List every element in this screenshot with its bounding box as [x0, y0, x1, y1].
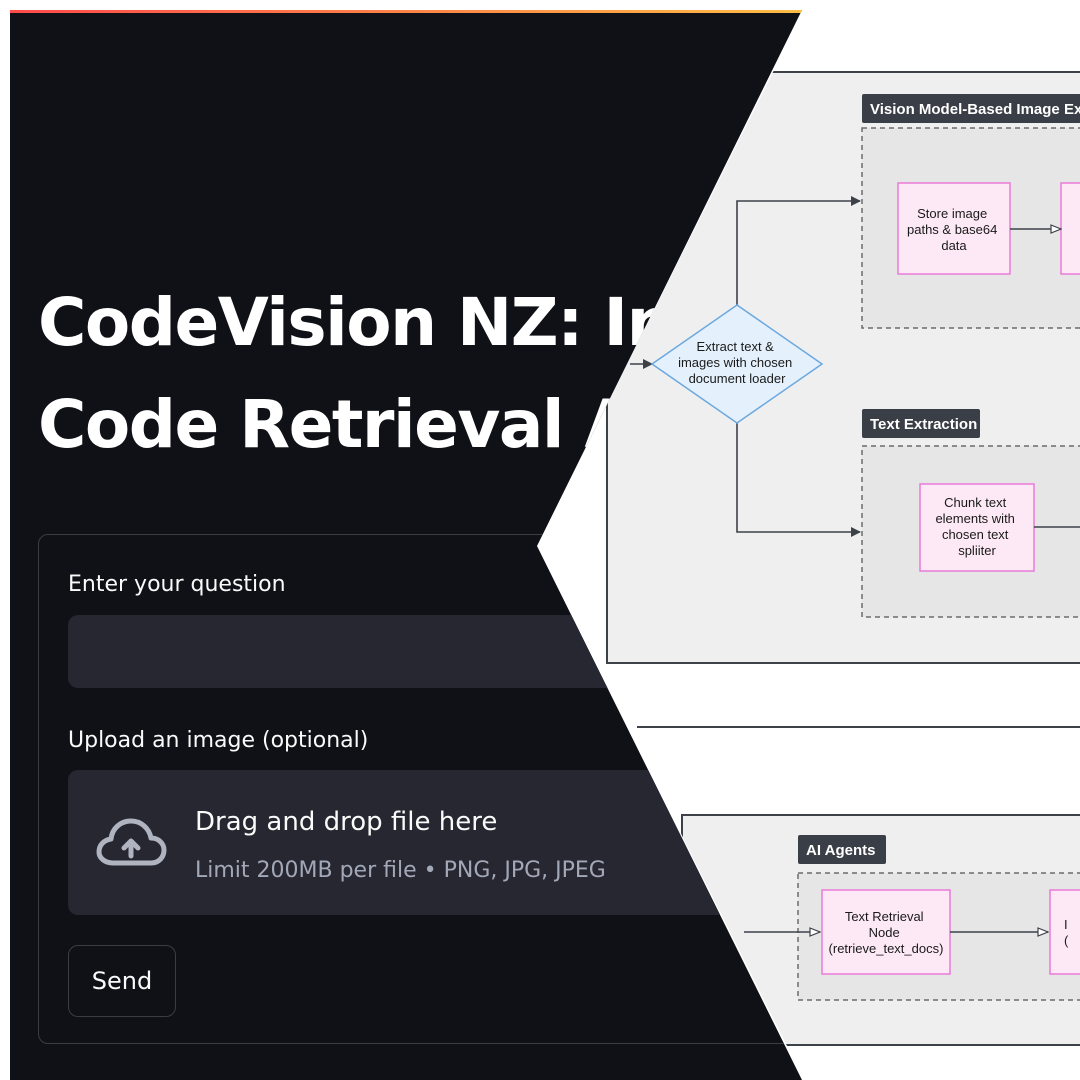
dropzone-title: Drag and drop file here: [195, 807, 498, 837]
page-title-line-1: CodeVision NZ: Int: [38, 284, 704, 361]
page-title-line-2: Code Retrieval A: [38, 386, 636, 463]
agents-group-tag: [798, 835, 886, 864]
text-retrieval-node: [821, 889, 951, 975]
retrieval-line-3: (retrieve_text_docs): [829, 941, 944, 956]
text-retrieval-text: Text Retrieval Node (retrieve_text_docs): [829, 909, 944, 956]
store-image-line-3: data: [941, 238, 967, 253]
chunk-text-node: [919, 483, 1035, 572]
question-label: Enter your question: [68, 572, 286, 597]
extract-decision-text: Extract text & images with chosen docume…: [678, 339, 796, 386]
chunk-line-1: Chunk text: [944, 495, 1007, 510]
next-agent-partial-1: I: [1064, 917, 1068, 932]
store-image-line-1: Store image: [917, 206, 987, 221]
dropzone-limit-text: Limit 200MB per file • PNG, JPG, JPEG: [195, 858, 606, 883]
upload-label: Upload an image (optional): [68, 728, 369, 753]
retrieval-line-2: Node: [869, 925, 900, 940]
text-group-tag: [862, 409, 980, 438]
agents-group-title: AI Agents: [806, 842, 875, 859]
vision-next-node: [1060, 182, 1080, 275]
extract-decision-node: [650, 304, 824, 424]
chunk-text-text: Chunk text elements with chosen text spl…: [935, 495, 1018, 558]
top-accent-bar: [10, 10, 802, 13]
store-image-line-2: paths & base64: [907, 222, 997, 237]
retrieval-line-1: Text Retrieval: [845, 909, 924, 924]
text-group-title: Text Extraction: [870, 416, 977, 433]
next-agent-node: [1049, 889, 1080, 975]
chunk-line-2: elements with: [935, 511, 1014, 526]
vision-group-tag: [862, 94, 1080, 123]
chunk-line-3: chosen text: [942, 527, 1009, 542]
chunk-line-4: spliiter: [958, 543, 996, 558]
store-image-text: Store image paths & base64 data: [907, 206, 1001, 253]
cloud-upload-icon: [96, 818, 167, 866]
page-title: CodeVision NZ: Int Code Retrieval A: [38, 272, 802, 476]
to-vision-edge: [736, 196, 861, 305]
extract-line-2: images with chosen: [678, 355, 792, 370]
to-text-edge: [736, 423, 861, 537]
vision-group-title: Vision Model-Based Image Ex: [870, 101, 1080, 118]
extract-line-1: Extract text &: [697, 339, 775, 354]
send-button[interactable]: Send: [68, 945, 176, 1017]
next-agent-partial-2: (: [1064, 933, 1069, 948]
extract-line-3: document loader: [689, 371, 787, 386]
